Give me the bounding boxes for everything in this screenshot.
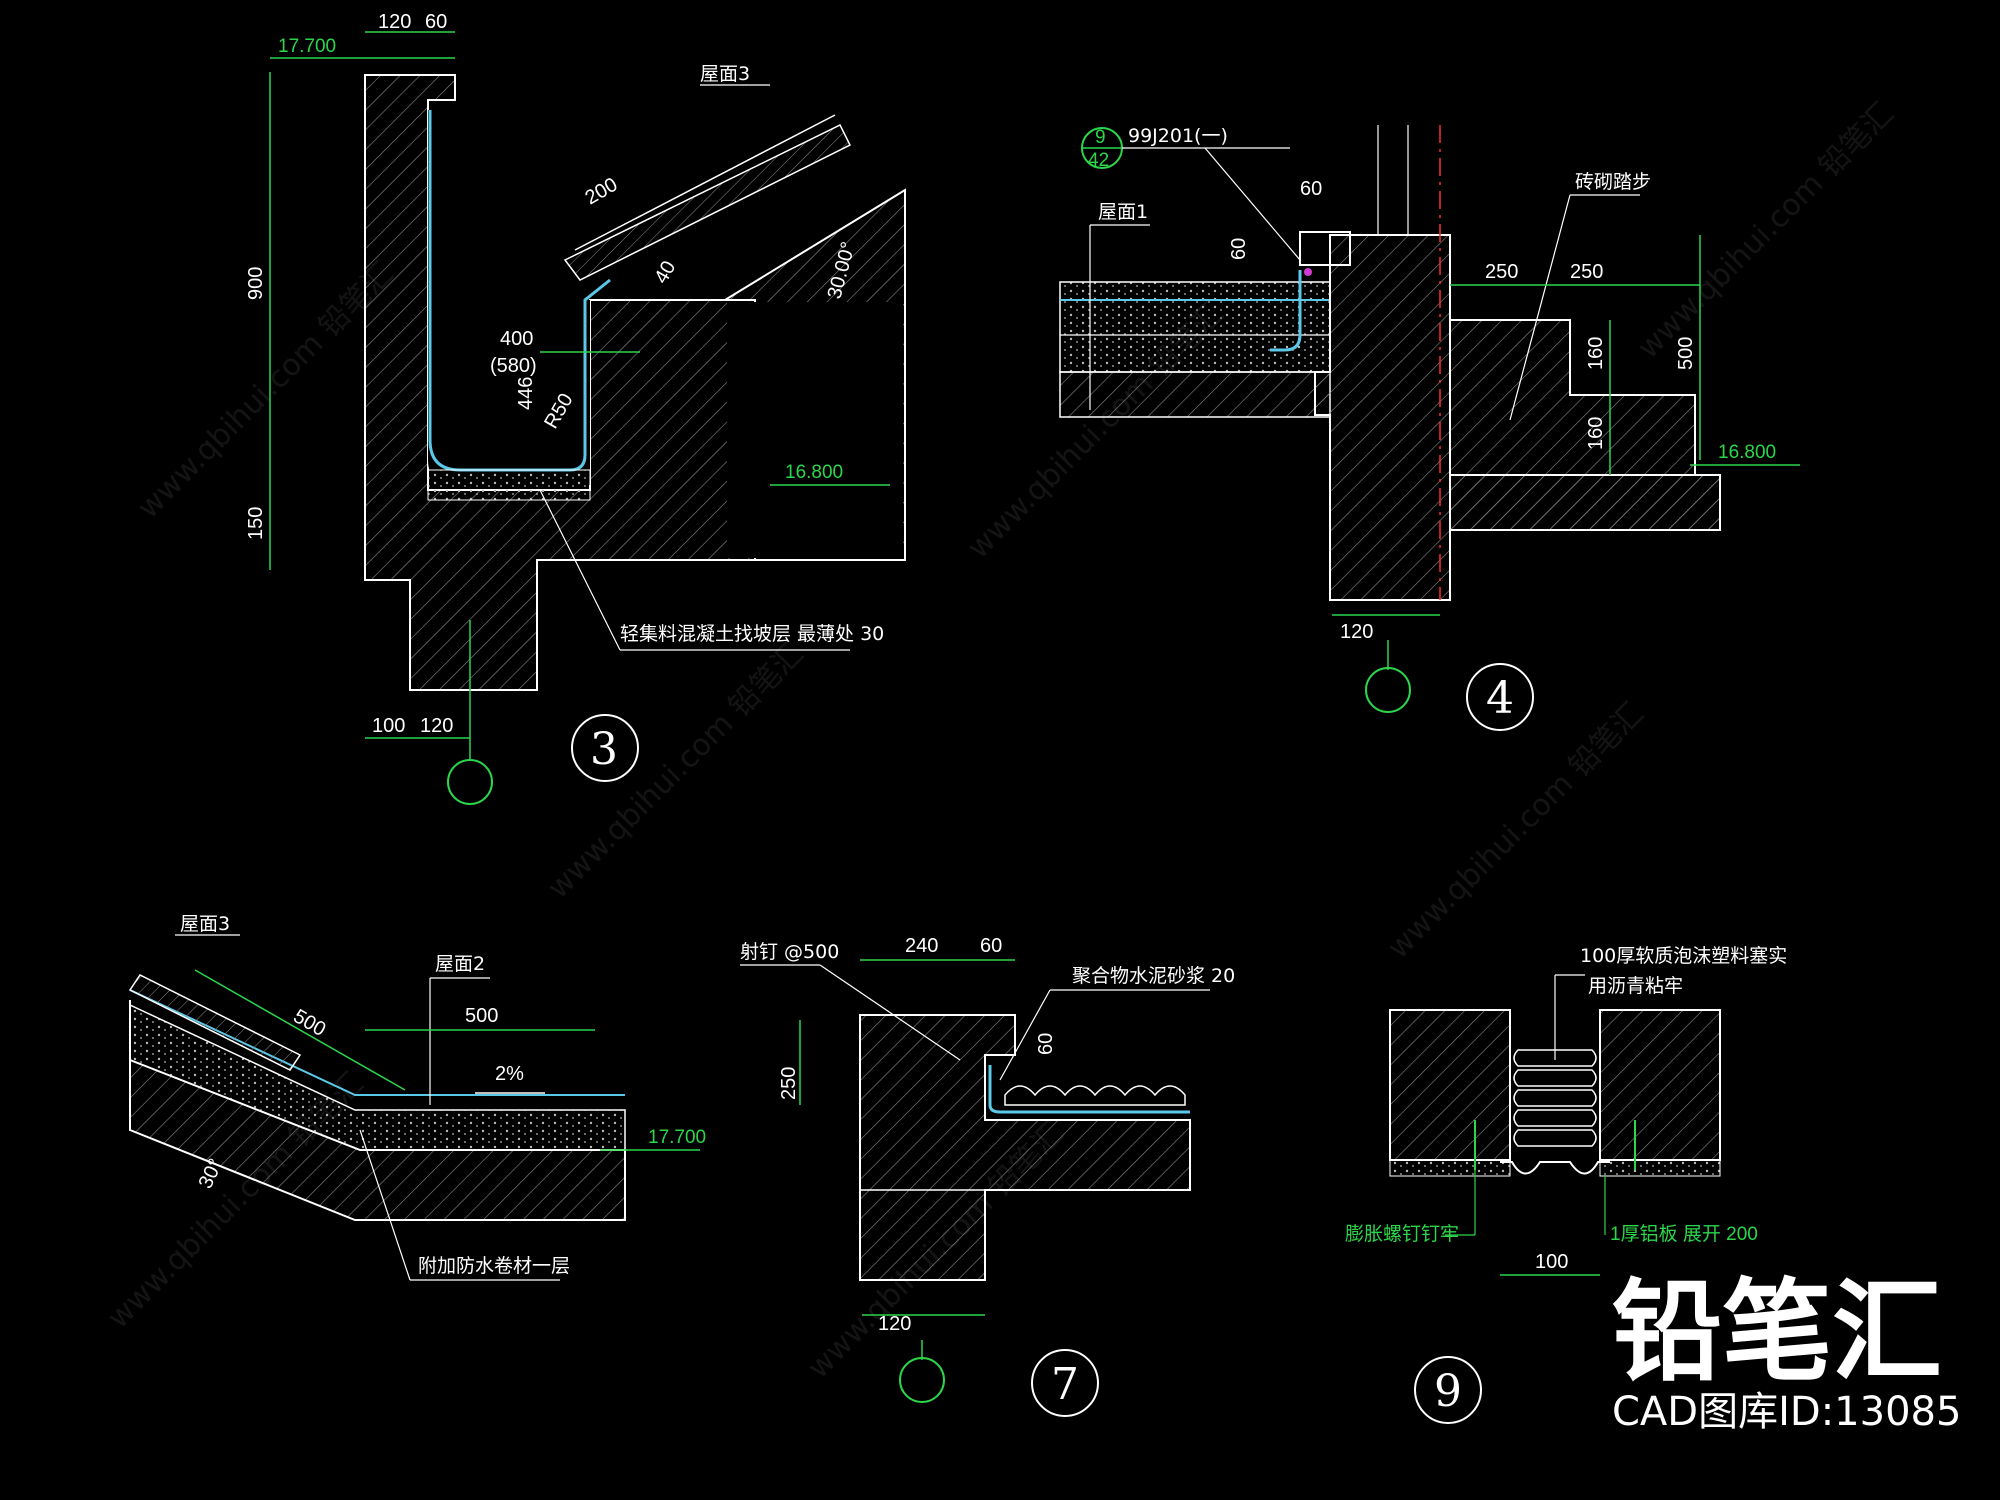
std-label: 99J201(一) bbox=[1128, 125, 1228, 147]
detail-number-circle bbox=[571, 714, 639, 782]
dim-label: 150 bbox=[245, 507, 267, 540]
dim-label: 60 bbox=[1300, 178, 1322, 200]
dim-label: 60 bbox=[1035, 1033, 1057, 1055]
brand-id-text: CAD图库ID:13085 bbox=[1612, 1389, 1961, 1435]
dim-label: 120 bbox=[1340, 621, 1373, 643]
fill-label: 用沥青粘牢 bbox=[1588, 975, 1683, 997]
dim-label: 500 bbox=[465, 1005, 498, 1027]
note-label: 轻集料混凝土找坡层 最薄处 30 bbox=[620, 623, 884, 645]
dim-label: 900 bbox=[245, 267, 267, 300]
ref-top: 9 bbox=[1095, 127, 1106, 148]
elevation-label: 16.800 bbox=[1718, 442, 1776, 463]
detail-number-circle bbox=[1414, 1356, 1482, 1424]
dim-label: 160 bbox=[1585, 337, 1607, 370]
detail-4-roof-slab bbox=[1059, 281, 1331, 373]
roof-label: 屋面2 bbox=[435, 953, 485, 975]
watermark-text: www.qbihui.com 铅笔汇 bbox=[1381, 696, 1651, 966]
brand-logo-text: 铅笔汇 bbox=[1612, 1268, 1942, 1396]
roof-label: 屋面1 bbox=[1098, 201, 1148, 223]
dim-label: 60 bbox=[1228, 238, 1250, 260]
elevation-label: 16.800 bbox=[785, 462, 843, 483]
dim-label: 60 bbox=[425, 11, 447, 33]
dim-label: 120 bbox=[420, 715, 453, 737]
dim-label: 500 bbox=[290, 1005, 330, 1041]
detail-3-fill-layer bbox=[427, 469, 591, 501]
detail-number-circle bbox=[1466, 663, 1534, 731]
detail-4-flashing bbox=[1270, 270, 1302, 352]
dim-label: 100 bbox=[372, 715, 405, 737]
detail-number-circle bbox=[1031, 1349, 1099, 1417]
detail-number: 9 bbox=[1434, 1366, 1462, 1417]
roof-label: 屋面3 bbox=[180, 913, 230, 935]
dim-label: 100 bbox=[1535, 1251, 1568, 1273]
detail-number: 7 bbox=[1051, 1359, 1079, 1410]
detail-9-aluminum-plate bbox=[1500, 1161, 1610, 1175]
dim-label: 200 bbox=[582, 174, 622, 210]
bolt-label: 膨胀螺钉钉牢 bbox=[1345, 1223, 1459, 1245]
detail-3-gutter-cavity bbox=[428, 110, 590, 485]
watermark-text: www.qbihui.com 铅笔汇 bbox=[1631, 96, 1901, 366]
note-label: 附加防水卷材一层 bbox=[418, 1255, 570, 1277]
detail-7-parapet bbox=[859, 1014, 1191, 1281]
plate-label: 1厚铝板 展开 200 bbox=[1610, 1223, 1758, 1245]
axis-circle bbox=[447, 759, 493, 805]
dim-label: 120 bbox=[878, 1313, 911, 1335]
brand-logo: 铅笔汇 CAD图库ID:13085 bbox=[1612, 1268, 1961, 1435]
dim-label: 446 bbox=[515, 377, 537, 410]
detail-9-wall-right bbox=[1599, 1009, 1721, 1161]
dim-label: 250 bbox=[1485, 261, 1518, 283]
dim-label: 500 bbox=[1675, 337, 1697, 370]
detail-9-wall-left bbox=[1389, 1009, 1511, 1161]
dim-label: 240 bbox=[905, 935, 938, 957]
dim-label: 160 bbox=[1585, 417, 1607, 450]
elevation-label: 17.700 bbox=[648, 1127, 706, 1148]
dim-label: 40 bbox=[650, 257, 680, 287]
dim-label: 60 bbox=[980, 935, 1002, 957]
dim-label: 400 bbox=[500, 328, 533, 350]
detail-3-roof-tiles bbox=[563, 123, 852, 281]
mortar-label: 聚合物水泥砂浆 20 bbox=[1072, 965, 1235, 987]
detail-4: 9 42 99J201(一) 屋面1 砖砌踏步 16.800 60 60 250… bbox=[1059, 125, 1800, 731]
elevation-label: 17.700 bbox=[278, 36, 336, 57]
detail-9-foam-fill bbox=[1513, 1049, 1597, 1147]
detail-number: 4 bbox=[1486, 673, 1514, 724]
dim-label: 120 bbox=[378, 11, 411, 33]
detail-7: 射钉 @500 聚合物水泥砂浆 20 240 60 60 250 120 7 bbox=[740, 935, 1235, 1417]
axis-circle bbox=[1365, 667, 1411, 713]
nail-label: 射钉 @500 bbox=[740, 941, 839, 963]
dim-label: 250 bbox=[1570, 261, 1603, 283]
dim-label: (580) bbox=[490, 355, 537, 377]
slope-label: 2% bbox=[495, 1063, 524, 1085]
roof-label: 屋面3 bbox=[700, 63, 750, 85]
axis-circle bbox=[899, 1357, 945, 1403]
detail-3: 17.700 16.800 120 60 900 150 200 40 400 … bbox=[245, 11, 906, 805]
detail-9: 100厚软质泡沫塑料塞实 用沥青粘牢 膨胀螺钉钉牢 1厚铝板 展开 200 10… bbox=[1345, 945, 1787, 1424]
detail-7-tiles bbox=[1004, 1085, 1186, 1106]
detail-4-parapet bbox=[1314, 234, 1451, 601]
dim-label: 250 bbox=[778, 1067, 800, 1100]
detail-number: 3 bbox=[590, 724, 618, 775]
step-label: 砖砌踏步 bbox=[1575, 171, 1651, 193]
slope-tiles bbox=[128, 974, 302, 1071]
fill-label: 100厚软质泡沫塑料塞实 bbox=[1580, 945, 1787, 967]
ref-bottom: 42 bbox=[1088, 150, 1109, 171]
